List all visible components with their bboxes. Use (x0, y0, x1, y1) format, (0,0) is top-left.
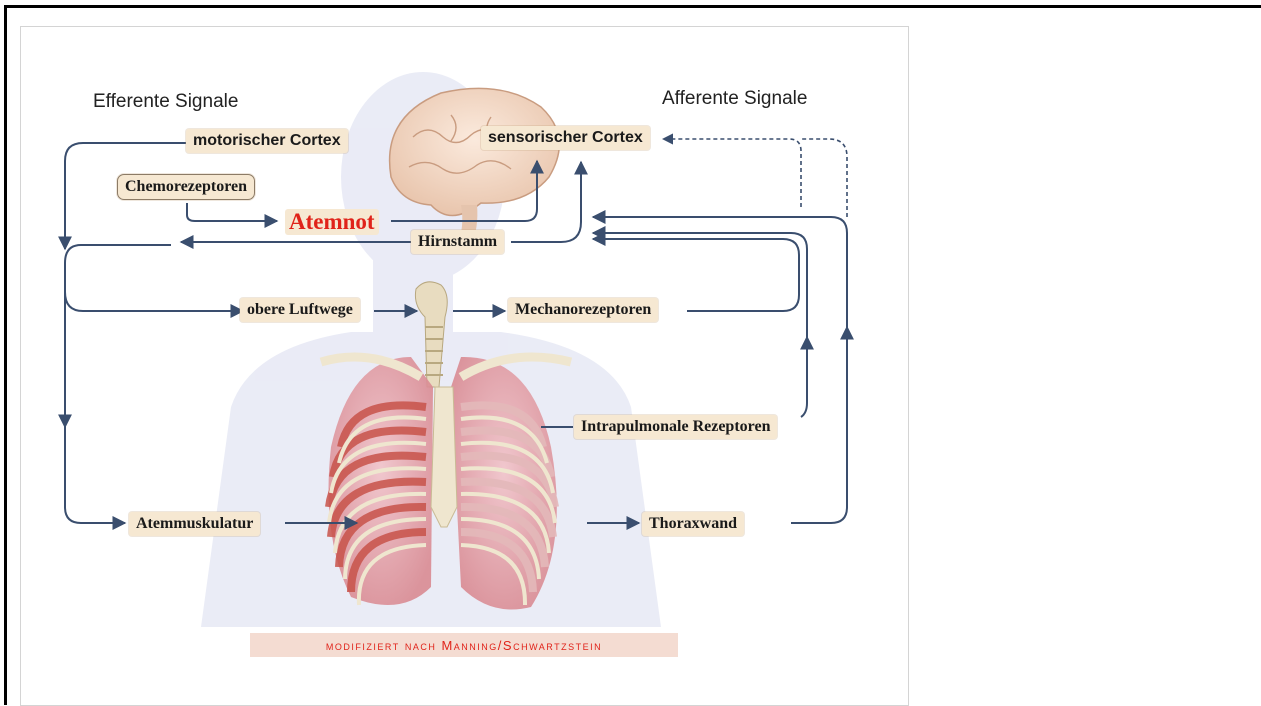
source-credit-text: modifiziert nach Manning/Schwartzstein (326, 638, 602, 653)
source-credit: modifiziert nach Manning/Schwartzstein (250, 633, 678, 657)
intrapulmonary-receptors-label: Intrapulmonale Rezeptoren (574, 415, 777, 439)
sensory-cortex-label: sensorischer Cortex (481, 126, 650, 150)
respiratory-muscles-label: Atemmuskulatur (129, 512, 260, 536)
anatomy-illustration (21, 27, 909, 706)
efferent-signals-heading: Efferente Signale (93, 91, 238, 113)
afferent-signals-heading: Afferente Signale (662, 88, 807, 110)
chemoreceptors-label: Chemorezeptoren (117, 174, 255, 200)
dashed-afferent-arrows (663, 139, 847, 217)
dyspnea-pathway-figure: Efferente Signale Afferente Signale moto… (20, 26, 909, 706)
brainstem-label: Hirnstamm (411, 230, 504, 254)
motor-cortex-label: motorischer Cortex (186, 129, 348, 153)
dyspnea-label: Atemnot (285, 209, 379, 235)
upper-airways-label: obere Luftwege (240, 298, 360, 322)
mechanoreceptors-label: Mechanorezeptoren (508, 298, 658, 322)
thoracic-wall-label: Thoraxwand (642, 512, 744, 536)
